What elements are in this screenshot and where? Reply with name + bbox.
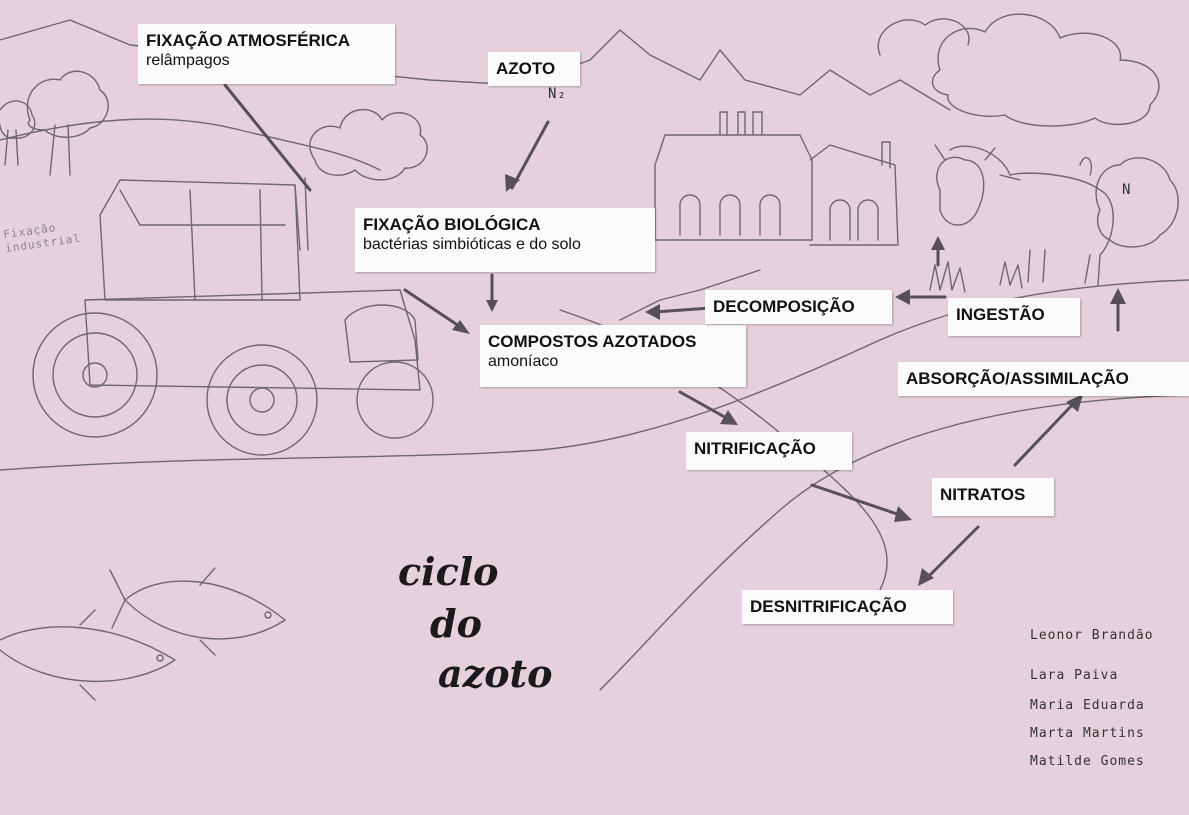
smoke-cloud — [309, 108, 428, 181]
label-fixacao-atmosferica: FIXAÇÃO ATMOSFÉRICA relâmpagos — [138, 24, 395, 84]
tree-icon — [26, 70, 109, 176]
cow — [934, 144, 1114, 286]
factory — [654, 111, 899, 246]
tree-icon — [0, 100, 36, 166]
cloud-icon — [931, 13, 1160, 127]
n2-note: N₂ — [548, 86, 567, 102]
label-absorcao-assimilacao: ABSORÇÃO/ASSIMILAÇÃO — [898, 362, 1189, 396]
fish-icon — [0, 609, 176, 701]
author-name: Marta Martins — [1030, 726, 1145, 741]
grass — [929, 261, 1023, 293]
label-title: COMPOSTOS AZOTADOS — [488, 332, 697, 351]
tractor — [32, 177, 434, 456]
tree-icon — [1095, 157, 1179, 248]
river-line — [599, 394, 1189, 691]
hill-line — [0, 118, 381, 171]
label-nitratos: NITRATOS — [932, 478, 1054, 516]
label-subtitle: amoníaco — [488, 353, 559, 371]
cycle-arrows — [223, 83, 1126, 586]
label-compostos-azotados: COMPOSTOS AZOTADOS amoníaco — [480, 325, 746, 387]
label-title: ABSORÇÃO/ASSIMILAÇÃO — [906, 369, 1129, 388]
label-fixacao-biologica: FIXAÇÃO BIOLÓGICA bactérias simbióticas … — [355, 208, 655, 272]
label-title: FIXAÇÃO BIOLÓGICA — [363, 215, 541, 234]
label-nitrificacao: NITRIFICAÇÃO — [686, 432, 852, 470]
fish-icon — [109, 567, 286, 656]
author-name: Lara Paiva — [1030, 668, 1119, 683]
cow-n-note: N — [1122, 182, 1132, 198]
label-title: NITRATOS — [940, 485, 1026, 504]
label-subtitle: relâmpagos — [146, 52, 230, 70]
label-azoto: AZOTO — [488, 52, 580, 86]
poster-title-line-1: ciclo — [398, 549, 499, 594]
author-name: Maria Eduarda — [1030, 698, 1145, 713]
label-title: FIXAÇÃO ATMOSFÉRICA — [146, 31, 350, 50]
label-desnitrificacao: DESNITRIFICAÇÃO — [742, 590, 953, 624]
label-title: AZOTO — [496, 59, 556, 78]
label-subtitle: bactérias simbióticas e do solo — [363, 236, 581, 254]
author-name: Leonor Brandão — [1030, 628, 1154, 643]
label-decomposicao: DECOMPOSIÇÃO — [705, 290, 892, 324]
poster-title-line-2: do — [430, 601, 482, 646]
label-ingestao: INGESTÃO — [948, 298, 1080, 336]
label-title: INGESTÃO — [956, 305, 1045, 324]
author-name: Matilde Gomes — [1030, 754, 1145, 769]
label-title: DECOMPOSIÇÃO — [713, 297, 855, 316]
label-title: DESNITRIFICAÇÃO — [750, 597, 907, 616]
label-title: NITRIFICAÇÃO — [694, 439, 816, 458]
poster-title-line-3: azoto — [438, 651, 553, 696]
